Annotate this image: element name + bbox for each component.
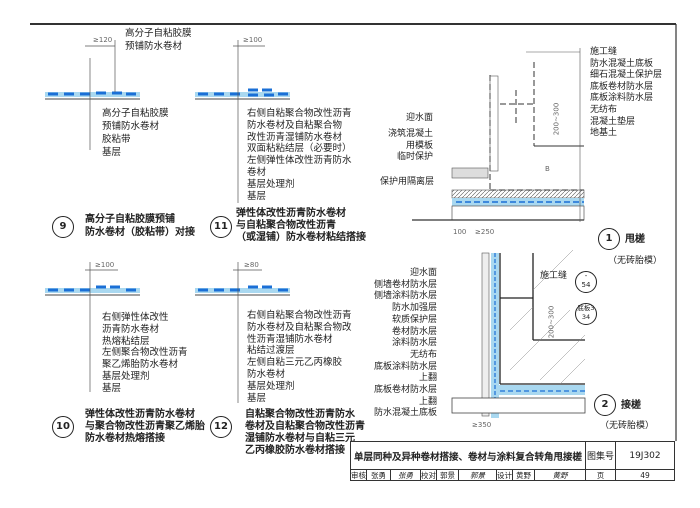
detail-1-title: 甩槎 [625,234,645,245]
title-block: 单层同种及异种卷材搭接、卷材与涂料复合转角甩接槎 图集号 19J302 审核 张… [350,441,675,481]
detail-1-dim-250: ≥250 [475,228,495,236]
detail-2-labels: 迎水面侧墙卷材防水层侧墙涂料防水层防水加强层软质保护层卷材防水层涂料防水层无纺布… [373,268,437,419]
detail-11-caption: 弹性体改性沥青防水卷材与自粘聚合物改性沥青（或湿铺）防水卷材粘结搭接 [236,208,366,243]
check-label: 校对 [421,470,437,481]
detail-1-subtitle: （无砖胎模） [608,256,663,266]
detail-2-title: 接槎 [621,400,641,411]
detail-2-dim-350: ≥350 [472,421,492,429]
detail-11-labels: 右侧自粘聚合物改性沥青防水卷材及自粘聚合物改性沥青湿铺防水卷材双面粘粘结层（必要… [247,108,352,202]
detail-12-dimension: ≥80 [244,261,259,269]
design-label: 设计 [497,470,513,481]
detail-9-caption: 高分子自粘胶膜预铺防水卷材（胶粘带）对接 [85,214,195,238]
atlas-label: 图集号 [586,442,616,469]
detail-1-dim-100: 100 [453,228,467,236]
detail-2-section [451,249,586,418]
detail-1-section [412,48,585,222]
detail-1-left-labels: 浇筑混凝土用模板临时保护 [388,129,434,162]
detail-12-number: 12 [210,416,232,438]
designer-name: 黄野 [513,470,535,481]
detail-11-strip [195,40,290,203]
drawing-title: 单层同种及异种卷材搭接、卷材与涂料复合转角甩接槎 [351,442,586,469]
detail-1-label-upstream-face: 迎水面 [406,113,434,123]
detail-2-subtitle: （无砖胎模） [600,421,655,431]
detail-2-dim-200-300: 200~300 [547,305,556,339]
checker-name: 郭景 [437,470,459,481]
detail-10-labels: 右侧弹性体改性沥青防水卷材热熔粘结层左侧聚合物改性沥青聚乙烯胎防水卷材基层处理剂… [102,312,188,394]
designer-signature: 黄野 [535,470,586,481]
detail-11-number: 11 [210,216,232,238]
detail-9-labels: 高分子自粘胶膜预铺防水卷材胶粘带基层 [102,108,169,158]
page-label: 页 [586,470,616,481]
atlas-number: 19J302 [629,450,661,461]
detail-10-dimension: ≥100 [95,261,115,269]
review-label: 审核 [351,470,367,481]
detail-10-caption: 弹性体改性沥青防水卷材与聚合物改性沥青聚乙烯胎防水卷材热熔搭接 [85,409,205,444]
detail-9-dimension: ≥120 [93,36,113,44]
detail-1-dim-b: B [545,165,550,173]
detail-1-label-isolation: 保护用隔离层 [380,177,435,187]
page-number: 49 [640,471,650,480]
detail-9-strip [45,40,140,150]
checker-signature: 郭景 [459,470,497,481]
detail-1-right-labels: 施工缝防水混凝土底板细石混凝土保护层底板卷材防水层底板涂料防水层无纺布混凝土垫层… [590,47,663,139]
detail-11-dimension: ≥100 [243,36,263,44]
detail-2-ref-54: -54 [575,271,597,293]
reviewer-name: 张勇 [367,470,391,481]
detail-10-number: 10 [52,416,74,438]
detail-1-number: 1 [598,228,620,250]
detail-10-strip [45,262,140,392]
detail-1-dim-200-300: 200~300 [552,102,561,136]
detail-9-number: 9 [52,216,74,238]
detail-12-strip [195,262,290,403]
detail-2-number: 2 [594,394,616,416]
reviewer-signature: 张勇 [391,470,421,481]
detail-12-labels: 右侧自粘聚合物改性沥青防水卷材及自粘聚合物改性沥青湿铺防水卷材粘结过渡层左侧自粘… [247,310,352,404]
detail-2-joint-label: 施工缝 [540,271,568,281]
detail-9-top-label: 高分子自粘胶膜预铺防水卷材 [125,28,192,52]
detail-12-caption: 自粘聚合物改性沥青防水卷材及自粘聚合物改性沥青湿铺防水卷材与自粘三元乙丙橡胶防水… [245,409,365,456]
